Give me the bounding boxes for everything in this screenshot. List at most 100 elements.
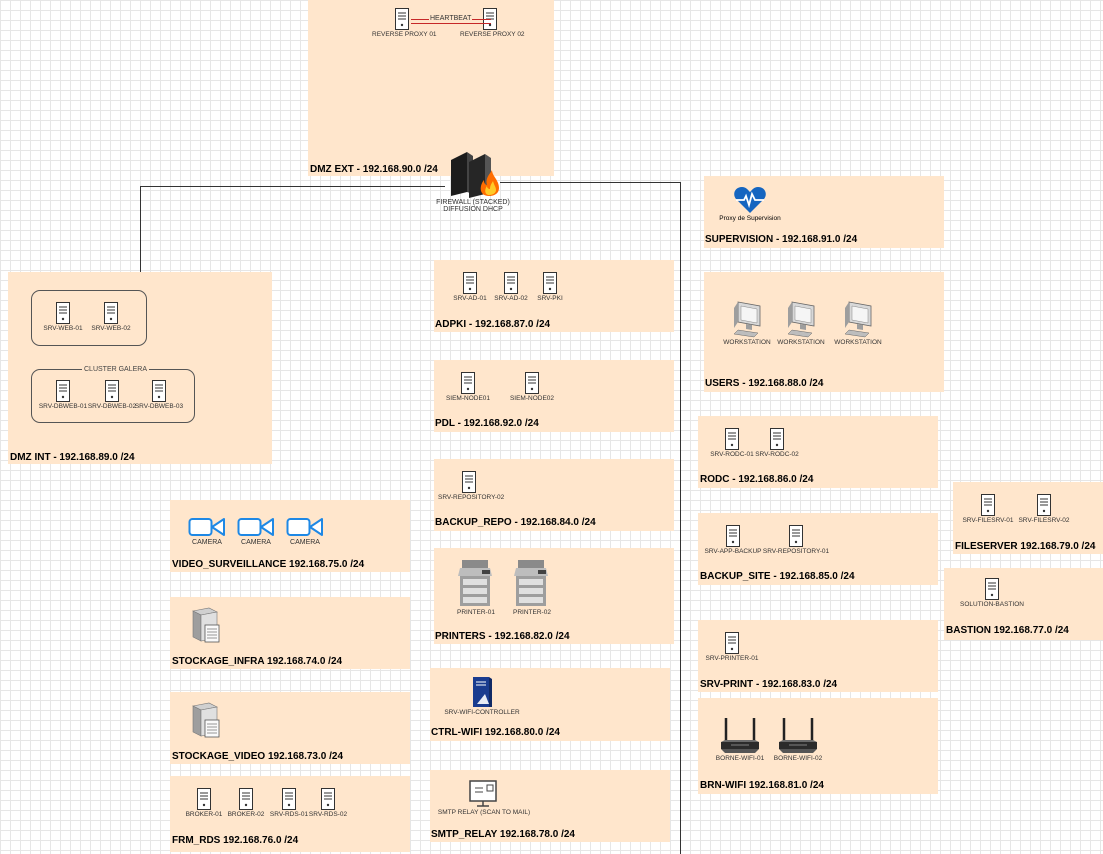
node-label: SIEM-NODE02 <box>509 395 555 402</box>
storage-icon <box>192 607 220 643</box>
zone-label-frm-rds: FRM_RDS 192.168.76.0 /24 <box>172 835 299 846</box>
node-label: SRV-PRINTER-01 <box>705 655 759 662</box>
camera-icon <box>188 518 225 536</box>
zone-pdl: SIEM-NODE01 SIEM-NODE02 PDL - 192.168.92… <box>434 360 674 432</box>
server-icon <box>462 471 476 493</box>
heartbeat-label: HEARTBEAT <box>429 15 473 22</box>
node-label: SRV-WIFI-CONTROLLER <box>444 709 520 716</box>
node-srv-appbackup: SRV-APP-BACKUP <box>702 525 764 555</box>
node-label: SRV-AD-02 <box>494 295 528 302</box>
node-firewall: FIREWALL (STACKED) DIFFUSION DHCP <box>428 150 518 213</box>
server-icon <box>104 302 118 324</box>
link-firewall-dmz-int-horizontal <box>140 186 445 187</box>
firewall-label-line1: FIREWALL (STACKED) <box>436 199 510 206</box>
cluster-galera-label: CLUSTER GALERA <box>82 366 150 373</box>
node-siem-node02: SIEM-NODE02 <box>504 372 560 402</box>
server-icon <box>981 494 995 516</box>
server-icon <box>725 428 739 450</box>
zone-fileserver: SRV-FILESRV-01 SRV-FILESRV-02 FILESERVER… <box>953 482 1103 554</box>
node-srv-filesrv-02: SRV-FILESRV-02 <box>1013 494 1075 524</box>
node-reverse-proxy-01: REVERSE PROXY 01 <box>372 8 437 38</box>
node-srv-repository-01: SRV-REPOSITORY-01 <box>761 525 831 555</box>
node-srv-ad-01: SRV-AD-01 <box>442 272 498 302</box>
wifi-access-point-icon <box>721 718 759 753</box>
server-icon <box>770 428 784 450</box>
node-label: SRV-RDS-02 <box>308 811 348 818</box>
node-srv-rodc-01: SRV-RODC-01 <box>704 428 760 458</box>
wifi-controller-icon <box>473 677 492 707</box>
zone-video-surveillance: CAMERA CAMERA CAMERA VIDEO_SURVEILLANCE … <box>170 500 410 572</box>
node-storage-video <box>188 702 224 740</box>
node-srv-pki: SRV-PKI <box>522 272 578 302</box>
node-label: Proxy de Supervision <box>719 215 781 222</box>
firewall-icon <box>451 152 499 198</box>
node-srv-filesrv-01: SRV-FILESRV-01 <box>957 494 1019 524</box>
zone-ctrl-wifi: SRV-WIFI-CONTROLLER CTRL-WIFI 192.168.80… <box>430 668 670 741</box>
node-camera-2: CAMERA <box>235 516 277 546</box>
zone-smtp-relay: SMTP RELAY (SCAN TO MAIL) SMTP_RELAY 192… <box>430 770 670 842</box>
node-label: SRV-FILESRV-02 <box>1018 517 1070 524</box>
node-printer-01: PRINTER-01 <box>450 558 502 616</box>
printer-icon <box>514 560 548 606</box>
node-smtp-relay: SMTP RELAY (SCAN TO MAIL) <box>432 780 536 816</box>
node-printer-02: PRINTER-02 <box>506 558 558 616</box>
storage-icon <box>192 702 220 738</box>
node-label: WORKSTATION <box>723 339 771 346</box>
zone-dmz-ext: REVERSE PROXY 01 REVERSE PROXY 02 HEARTB… <box>308 0 554 176</box>
node-broker-02: BROKER-02 <box>220 788 272 818</box>
printer-icon <box>458 560 492 606</box>
zone-adpki: SRV-AD-01 SRV-AD-02 SRV-PKI ADPKI - 192.… <box>434 260 674 332</box>
zone-label-rodc: RODC - 192.168.86.0 /24 <box>700 474 814 485</box>
zone-label-supervision: SUPERVISION - 192.168.91.0 /24 <box>705 234 858 245</box>
server-icon <box>395 8 409 30</box>
group-web <box>31 290 147 346</box>
node-srv-ad-02: SRV-AD-02 <box>483 272 539 302</box>
zone-users: WORKSTATION WORKSTATION WORKSTATION USER… <box>704 272 944 392</box>
node-srv-web-02: SRV-WEB-02 <box>83 302 139 332</box>
zone-label-printers: PRINTERS - 192.168.82.0 /24 <box>435 631 570 642</box>
node-label: WORKSTATION <box>834 339 882 346</box>
node-label: REVERSE PROXY 01 <box>372 31 437 38</box>
node-label: SRV-DBWEB-01 <box>38 403 88 410</box>
node-label: SRV-REPOSITORY-01 <box>762 548 830 555</box>
camera-icon <box>286 518 323 536</box>
node-label: REVERSE PROXY 02 <box>460 31 525 38</box>
server-icon <box>321 788 335 810</box>
server-icon <box>197 788 211 810</box>
node-srv-dbweb-01: SRV-DBWEB-01 <box>35 380 91 410</box>
zone-label-adpki: ADPKI - 192.168.87.0 /24 <box>435 319 551 330</box>
node-label: WORKSTATION <box>777 339 825 346</box>
zone-brn-wifi: BORNE-WIFI-01 BORNE-WIFI-02 BRN-WIFI 192… <box>698 698 938 794</box>
node-label: SRV-RDS-01 <box>269 811 309 818</box>
server-icon <box>461 372 475 394</box>
zone-label-stockage-infra: STOCKAGE_INFRA 192.168.74.0 /24 <box>172 656 343 667</box>
zone-label-backup-repo: BACKUP_REPO - 192.168.84.0 /24 <box>435 517 596 528</box>
zone-supervision: Proxy de Supervision SUPERVISION - 192.1… <box>704 176 944 248</box>
zone-stockage-video: STOCKAGE_VIDEO 192.168.73.0 /24 <box>170 692 410 764</box>
node-label: CAMERA <box>192 539 222 546</box>
server-icon <box>789 525 803 547</box>
node-label: SMTP RELAY (SCAN TO MAIL) <box>437 809 531 816</box>
zone-label-users: USERS - 192.168.88.0 /24 <box>705 378 824 389</box>
zone-label-fileserver: FILESERVER 192.168.79.0 /24 <box>955 541 1096 552</box>
node-workstation-3: WORKSTATION <box>831 300 885 346</box>
server-icon <box>463 272 477 294</box>
node-label: BORNE-WIFI-02 <box>773 755 823 762</box>
node-label: PRINTER-02 <box>513 609 551 616</box>
server-icon <box>282 788 296 810</box>
zone-label-backup-site: BACKUP_SITE - 192.168.85.0 /24 <box>700 571 855 582</box>
node-label: CAMERA <box>290 539 320 546</box>
node-label: SRV-RODC-02 <box>755 451 799 458</box>
zone-bastion: SOLUTION-BASTION BASTION 192.168.77.0 /2… <box>944 568 1103 640</box>
node-siem-node01: SIEM-NODE01 <box>440 372 496 402</box>
server-icon <box>543 272 557 294</box>
node-label: SRV-APP-BACKUP <box>704 548 762 555</box>
link-firewall-backbone-horizontal <box>500 182 680 183</box>
workstation-icon <box>787 301 815 338</box>
node-label: SRV-FILESRV-01 <box>962 517 1014 524</box>
mail-relay-icon <box>469 780 497 807</box>
node-storage-infra <box>188 607 224 645</box>
server-icon <box>726 525 740 547</box>
node-srv-rds-01: SRV-RDS-01 <box>263 788 315 818</box>
server-icon <box>725 632 739 654</box>
